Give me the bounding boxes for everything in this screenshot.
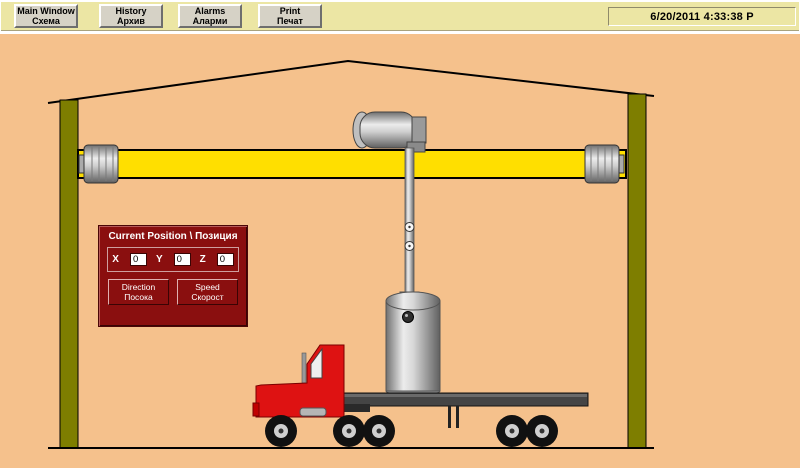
crane-beam <box>77 149 627 179</box>
hoist-gearbox <box>411 116 427 144</box>
print-button[interactable]: Print Печат <box>258 4 322 28</box>
fuel-tank <box>299 407 327 417</box>
print-label-bg: Печат <box>277 16 303 26</box>
mast-rod <box>404 147 415 295</box>
crane-bridge <box>77 144 627 184</box>
direction-button[interactable]: Direction Посока <box>108 279 169 305</box>
plant-graphic <box>47 59 655 449</box>
z-axis-label: Z <box>199 254 206 265</box>
alarms-button[interactable]: Alarms Аларми <box>178 4 242 28</box>
vessel-top <box>385 291 441 311</box>
speed-label-bg: Скорост <box>191 292 224 302</box>
exhaust-stack <box>301 352 307 384</box>
history-label-en: History <box>115 6 147 16</box>
trailer <box>337 392 589 447</box>
z-value-field[interactable]: 0 <box>216 253 234 266</box>
x-axis-label: X <box>112 254 119 265</box>
truck-wheels <box>265 415 395 447</box>
direction-label-en: Direction <box>121 282 156 292</box>
right-end-motor <box>584 144 625 184</box>
truck <box>252 344 395 447</box>
position-panel-title: Current Position \ Позиция <box>108 231 238 242</box>
truck-cab-body <box>255 344 345 418</box>
y-axis-label: Y <box>155 254 163 265</box>
landing-gear <box>448 406 451 428</box>
position-panel-buttons: Direction Посока Speed Скорост <box>108 279 238 305</box>
speed-button[interactable]: Speed Скорост <box>177 279 238 305</box>
main-window-button[interactable]: Main Window Схема <box>14 4 78 28</box>
main-window-label-en: Main Window <box>17 6 75 16</box>
load-vessel <box>385 291 441 396</box>
truck-frame <box>328 404 370 412</box>
truck-window <box>310 347 323 379</box>
roof-line <box>47 59 655 104</box>
alarms-label-en: Alarms <box>194 6 226 16</box>
direction-label-bg: Посока <box>124 292 153 302</box>
hoist-bracket <box>406 141 426 153</box>
truck-bumper <box>252 402 260 417</box>
datetime-display: 6/20/2011 4:33:38 P <box>608 7 796 26</box>
alarms-label-bg: Аларми <box>192 16 228 26</box>
main-window-label-bg: Схема <box>32 16 60 26</box>
print-label-en: Print <box>279 6 301 16</box>
history-button[interactable]: History Архив <box>99 4 163 28</box>
history-label-bg: Архив <box>117 16 145 26</box>
x-value-field[interactable]: 0 <box>129 253 147 266</box>
hoist-trolley <box>352 111 427 153</box>
vessel-port <box>402 311 414 323</box>
top-toolbar: Main Window Схема History Архив Alarms А… <box>1 2 799 31</box>
left-end-motor <box>78 144 119 184</box>
left-pillar <box>59 99 79 449</box>
speed-label-en: Speed <box>195 282 220 292</box>
trailer-wheels <box>496 415 558 447</box>
building <box>47 59 655 449</box>
y-value-field[interactable]: 0 <box>173 253 191 266</box>
right-pillar <box>627 93 647 449</box>
